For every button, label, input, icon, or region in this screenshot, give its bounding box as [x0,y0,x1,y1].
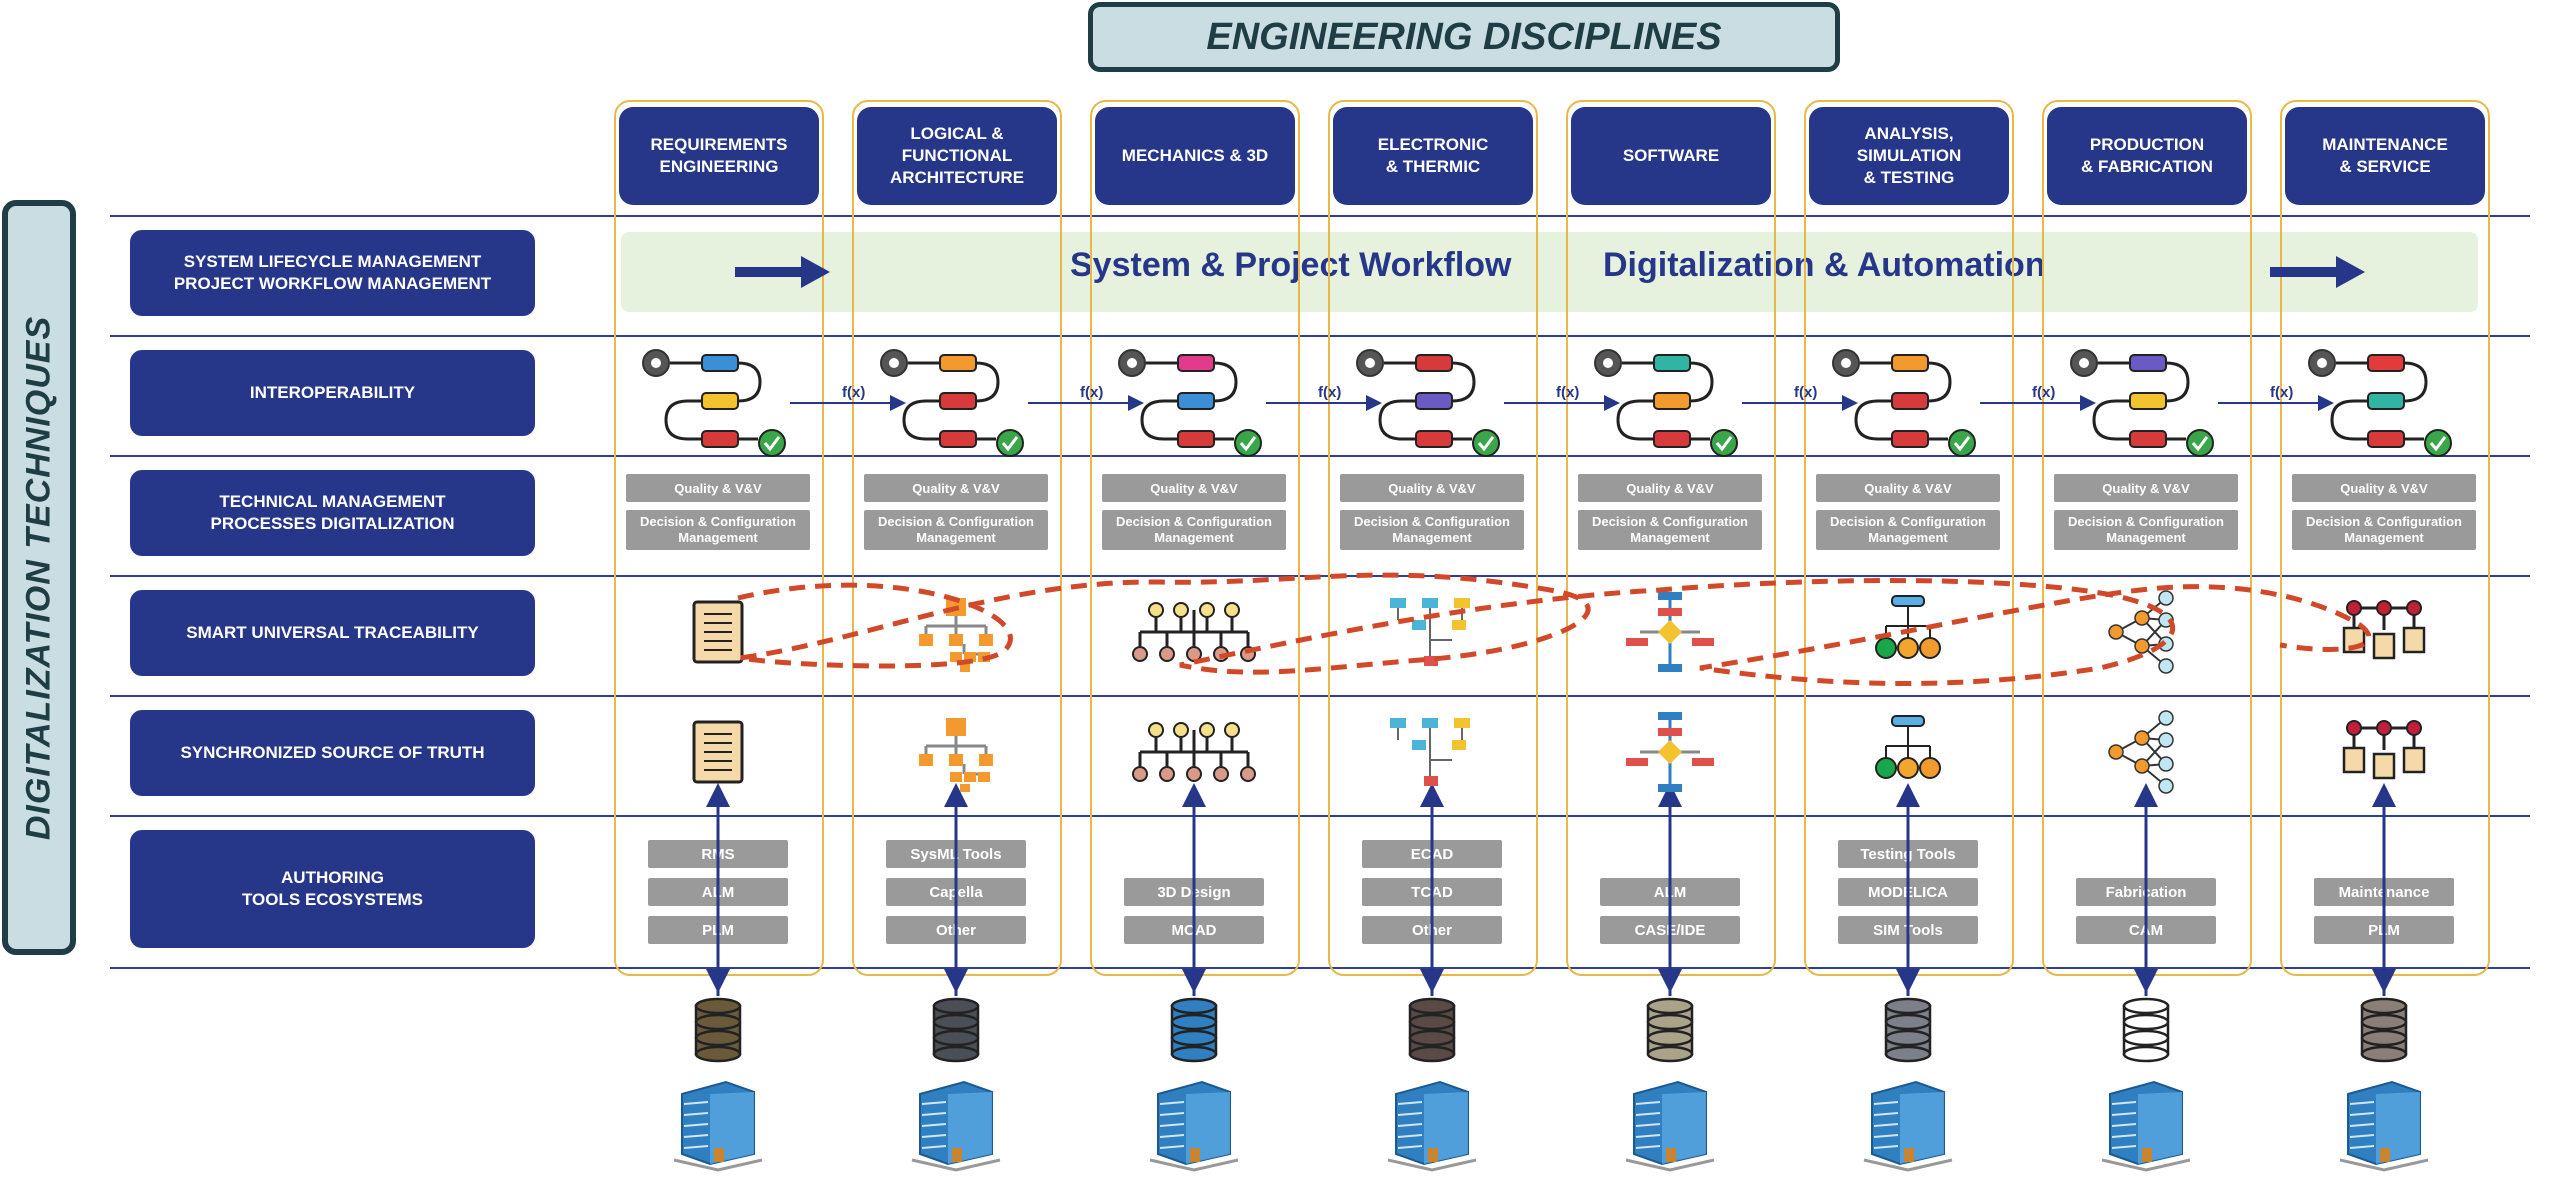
discipline-header: REQUIREMENTS ENGINEERING [619,107,819,205]
source-of-truth-hierarchy-icon [919,718,993,792]
discipline-header: SOFTWARE [1571,107,1771,205]
quality-vv-chip: Quality & V&V [864,474,1048,502]
quality-vv-chip: Quality & V&V [626,474,810,502]
decision-configuration-chip: Decision & Configuration Management [1578,510,1762,550]
decision-configuration-chip: Decision & Configuration Management [1816,510,2000,550]
decision-configuration-chip: Decision & Configuration Management [1102,510,1286,550]
quality-vv-chip: Quality & V&V [1816,474,2000,502]
quality-vv-chip: Quality & V&V [1102,474,1286,502]
source-of-truth-bus-tree-icon [2342,720,2426,780]
source-of-truth-tree-nodes-icon [1132,722,1256,782]
database-icon [1408,997,1456,1063]
fx-label: f(x) [1794,384,1817,401]
traceability-block-diagram-icon [1390,598,1470,666]
discipline-header: LOGICAL & FUNCTIONAL ARCHITECTURE [857,107,1057,205]
engineering-disciplines-title: ENGINEERING DISCIPLINES [1088,2,1840,72]
row-divider [110,695,2530,697]
row-divider [110,215,2530,217]
fx-label: f(x) [1556,384,1579,401]
office-building-icon [673,1080,763,1172]
quality-vv-chip: Quality & V&V [2054,474,2238,502]
process-flow-icon [2308,349,2452,457]
decision-configuration-chip: Decision & Configuration Management [2054,510,2238,550]
fx-label: f(x) [2270,384,2293,401]
office-building-icon [1149,1080,1239,1172]
traceability-tree-nodes-icon [1132,602,1256,662]
source-of-truth-block-diagram-icon [1390,718,1470,786]
database-icon [2360,997,2408,1063]
discipline-header: MECHANICS & 3D [1095,107,1295,205]
discipline-header: MAINTENANCE & SERVICE [2285,107,2485,205]
fx-label: f(x) [2032,384,2055,401]
database-icon [932,997,980,1063]
decision-configuration-chip: Decision & Configuration Management [864,510,1048,550]
process-flow-icon [1594,349,1738,457]
office-building-icon [2101,1080,2191,1172]
decision-configuration-chip: Decision & Configuration Management [2292,510,2476,550]
digitalization-techniques-sidebar: DIGITALIZATION TECHNIQUES [2,200,76,955]
database-icon [1884,997,1932,1063]
workflow-arrow-left [735,256,830,288]
office-building-icon [911,1080,1001,1172]
process-flow-icon [1118,349,1262,457]
decision-configuration-chip: Decision & Configuration Management [1340,510,1524,550]
process-flow-icon [1356,349,1500,457]
process-flow-icon [2070,349,2214,457]
discipline-header: ANALYSIS, SIMULATION & TESTING [1809,107,2009,205]
office-building-icon [1863,1080,1953,1172]
quality-vv-chip: Quality & V&V [1578,474,1762,502]
quality-vv-chip: Quality & V&V [2292,474,2476,502]
workflow-text-left: System & Project Workflow [1070,246,1512,284]
row-label-traceability: SMART UNIVERSAL TRACEABILITY [130,590,535,676]
source-of-truth-document-icon [692,720,744,784]
row-label-source-of-truth: SYNCHRONIZED SOURCE OF TRUTH [130,710,535,796]
row-divider [110,455,2530,457]
fx-label: f(x) [1318,384,1341,401]
source-of-truth-flowchart-icon [1626,712,1714,792]
row-divider [110,967,2530,969]
row-divider [110,335,2530,337]
fx-label: f(x) [1080,384,1103,401]
database-icon [2122,997,2170,1063]
workflow-text-right: Digitalization & Automation [1603,246,2046,284]
process-flow-icon [642,349,786,457]
row-divider [110,815,2530,817]
office-building-icon [1625,1080,1715,1172]
workflow-arrow-right [2270,256,2365,288]
process-flow-icon [1832,349,1976,457]
source-of-truth-network-icon [2108,710,2174,794]
office-building-icon [2339,1080,2429,1172]
discipline-header: ELECTRONIC & THERMIC [1333,107,1533,205]
traceability-flowchart-icon [1626,592,1714,672]
row-label-lifecycle: SYSTEM LIFECYCLE MANAGEMENT PROJECT WORK… [130,230,535,316]
database-icon [1170,997,1218,1063]
traceability-link [737,572,2372,686]
office-building-icon [1387,1080,1477,1172]
traceability-document-icon [692,600,744,664]
traceability-network-icon [2108,590,2174,674]
quality-vv-chip: Quality & V&V [1340,474,1524,502]
discipline-header: PRODUCTION & FABRICATION [2047,107,2247,205]
row-label-authoring-tools: AUTHORING TOOLS ECOSYSTEMS [130,830,535,948]
database-icon [694,997,742,1063]
database-icon [1646,997,1694,1063]
fx-label: f(x) [842,384,865,401]
traceability-bus-tree-icon [2342,600,2426,660]
row-label-technical-management: TECHNICAL MANAGEMENT PROCESSES DIGITALIZ… [130,470,535,556]
workflow-banner [621,232,2478,312]
row-label-interoperability: INTEROPERABILITY [130,350,535,436]
decision-configuration-chip: Decision & Configuration Management [626,510,810,550]
traceability-org-chart-icon [1875,595,1941,659]
source-of-truth-org-chart-icon [1875,715,1941,779]
process-flow-icon [880,349,1024,457]
